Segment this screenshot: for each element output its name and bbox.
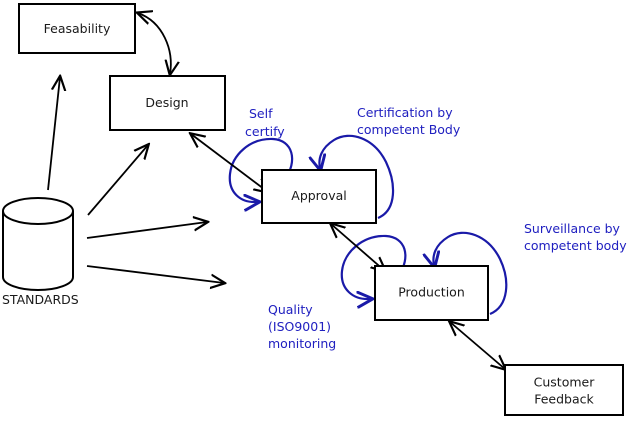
design-box[interactable]: [109, 75, 226, 131]
edge-production-customer-feedback: [450, 322, 505, 369]
edge-approval-production: [331, 224, 385, 271]
quality-line2: (ISO9001): [268, 319, 331, 334]
surveillance-line2: competent body: [524, 238, 627, 253]
standards-cylinder-body[interactable]: [2, 197, 74, 291]
node-standards[interactable]: STANDARDS: [2, 197, 79, 307]
production-box[interactable]: [374, 265, 489, 321]
loop-certification-competent-body: [319, 134, 395, 220]
annotation-certification-competent-body: Certification by competent Body: [357, 105, 461, 137]
edge-design-approval: [191, 134, 268, 192]
quality-line3: monitoring: [268, 336, 336, 351]
loop-surveillance-competent-body: [433, 231, 508, 316]
self-certify-line1: Self: [249, 106, 273, 121]
edge-standards-feasability: [47, 77, 60, 191]
node-customer-feedback[interactable]: Customer Feedback: [504, 364, 624, 416]
edge-standards-approval: [86, 222, 207, 239]
edge-feasability-design: [138, 13, 171, 74]
self-certify-line2: certify: [245, 124, 285, 139]
design-label: Design: [145, 95, 188, 110]
annotation-quality-monitoring: Quality (ISO9001) monitoring: [268, 302, 336, 351]
node-approval[interactable]: Approval: [261, 169, 377, 224]
standards-cylinder-top: [2, 210, 74, 225]
production-label: Production: [398, 285, 465, 300]
certification-line2: competent Body: [357, 122, 461, 137]
node-production[interactable]: Production: [374, 265, 489, 321]
feasability-label: Feasability: [44, 21, 111, 36]
approval-box[interactable]: [261, 169, 377, 224]
customer-feedback-label-line2: Feedback: [534, 392, 594, 407]
quality-line1: Quality: [268, 302, 313, 317]
edge-standards-production: [86, 265, 224, 283]
node-feasability[interactable]: Feasability: [18, 3, 136, 54]
surveillance-line1: Surveillance by: [524, 221, 621, 236]
approval-label: Approval: [291, 188, 346, 203]
customer-feedback-label-line1: Customer: [534, 375, 596, 390]
annotation-self-certify: Self certify: [245, 106, 285, 139]
standards-label: STANDARDS: [2, 292, 79, 307]
edge-standards-design: [87, 145, 148, 216]
node-design[interactable]: Design: [109, 75, 226, 131]
annotation-surveillance-competent-body: Surveillance by competent body: [524, 221, 627, 253]
feasability-box[interactable]: [18, 3, 136, 54]
certification-line1: Certification by: [357, 105, 453, 120]
customer-feedback-box[interactable]: [504, 364, 624, 416]
